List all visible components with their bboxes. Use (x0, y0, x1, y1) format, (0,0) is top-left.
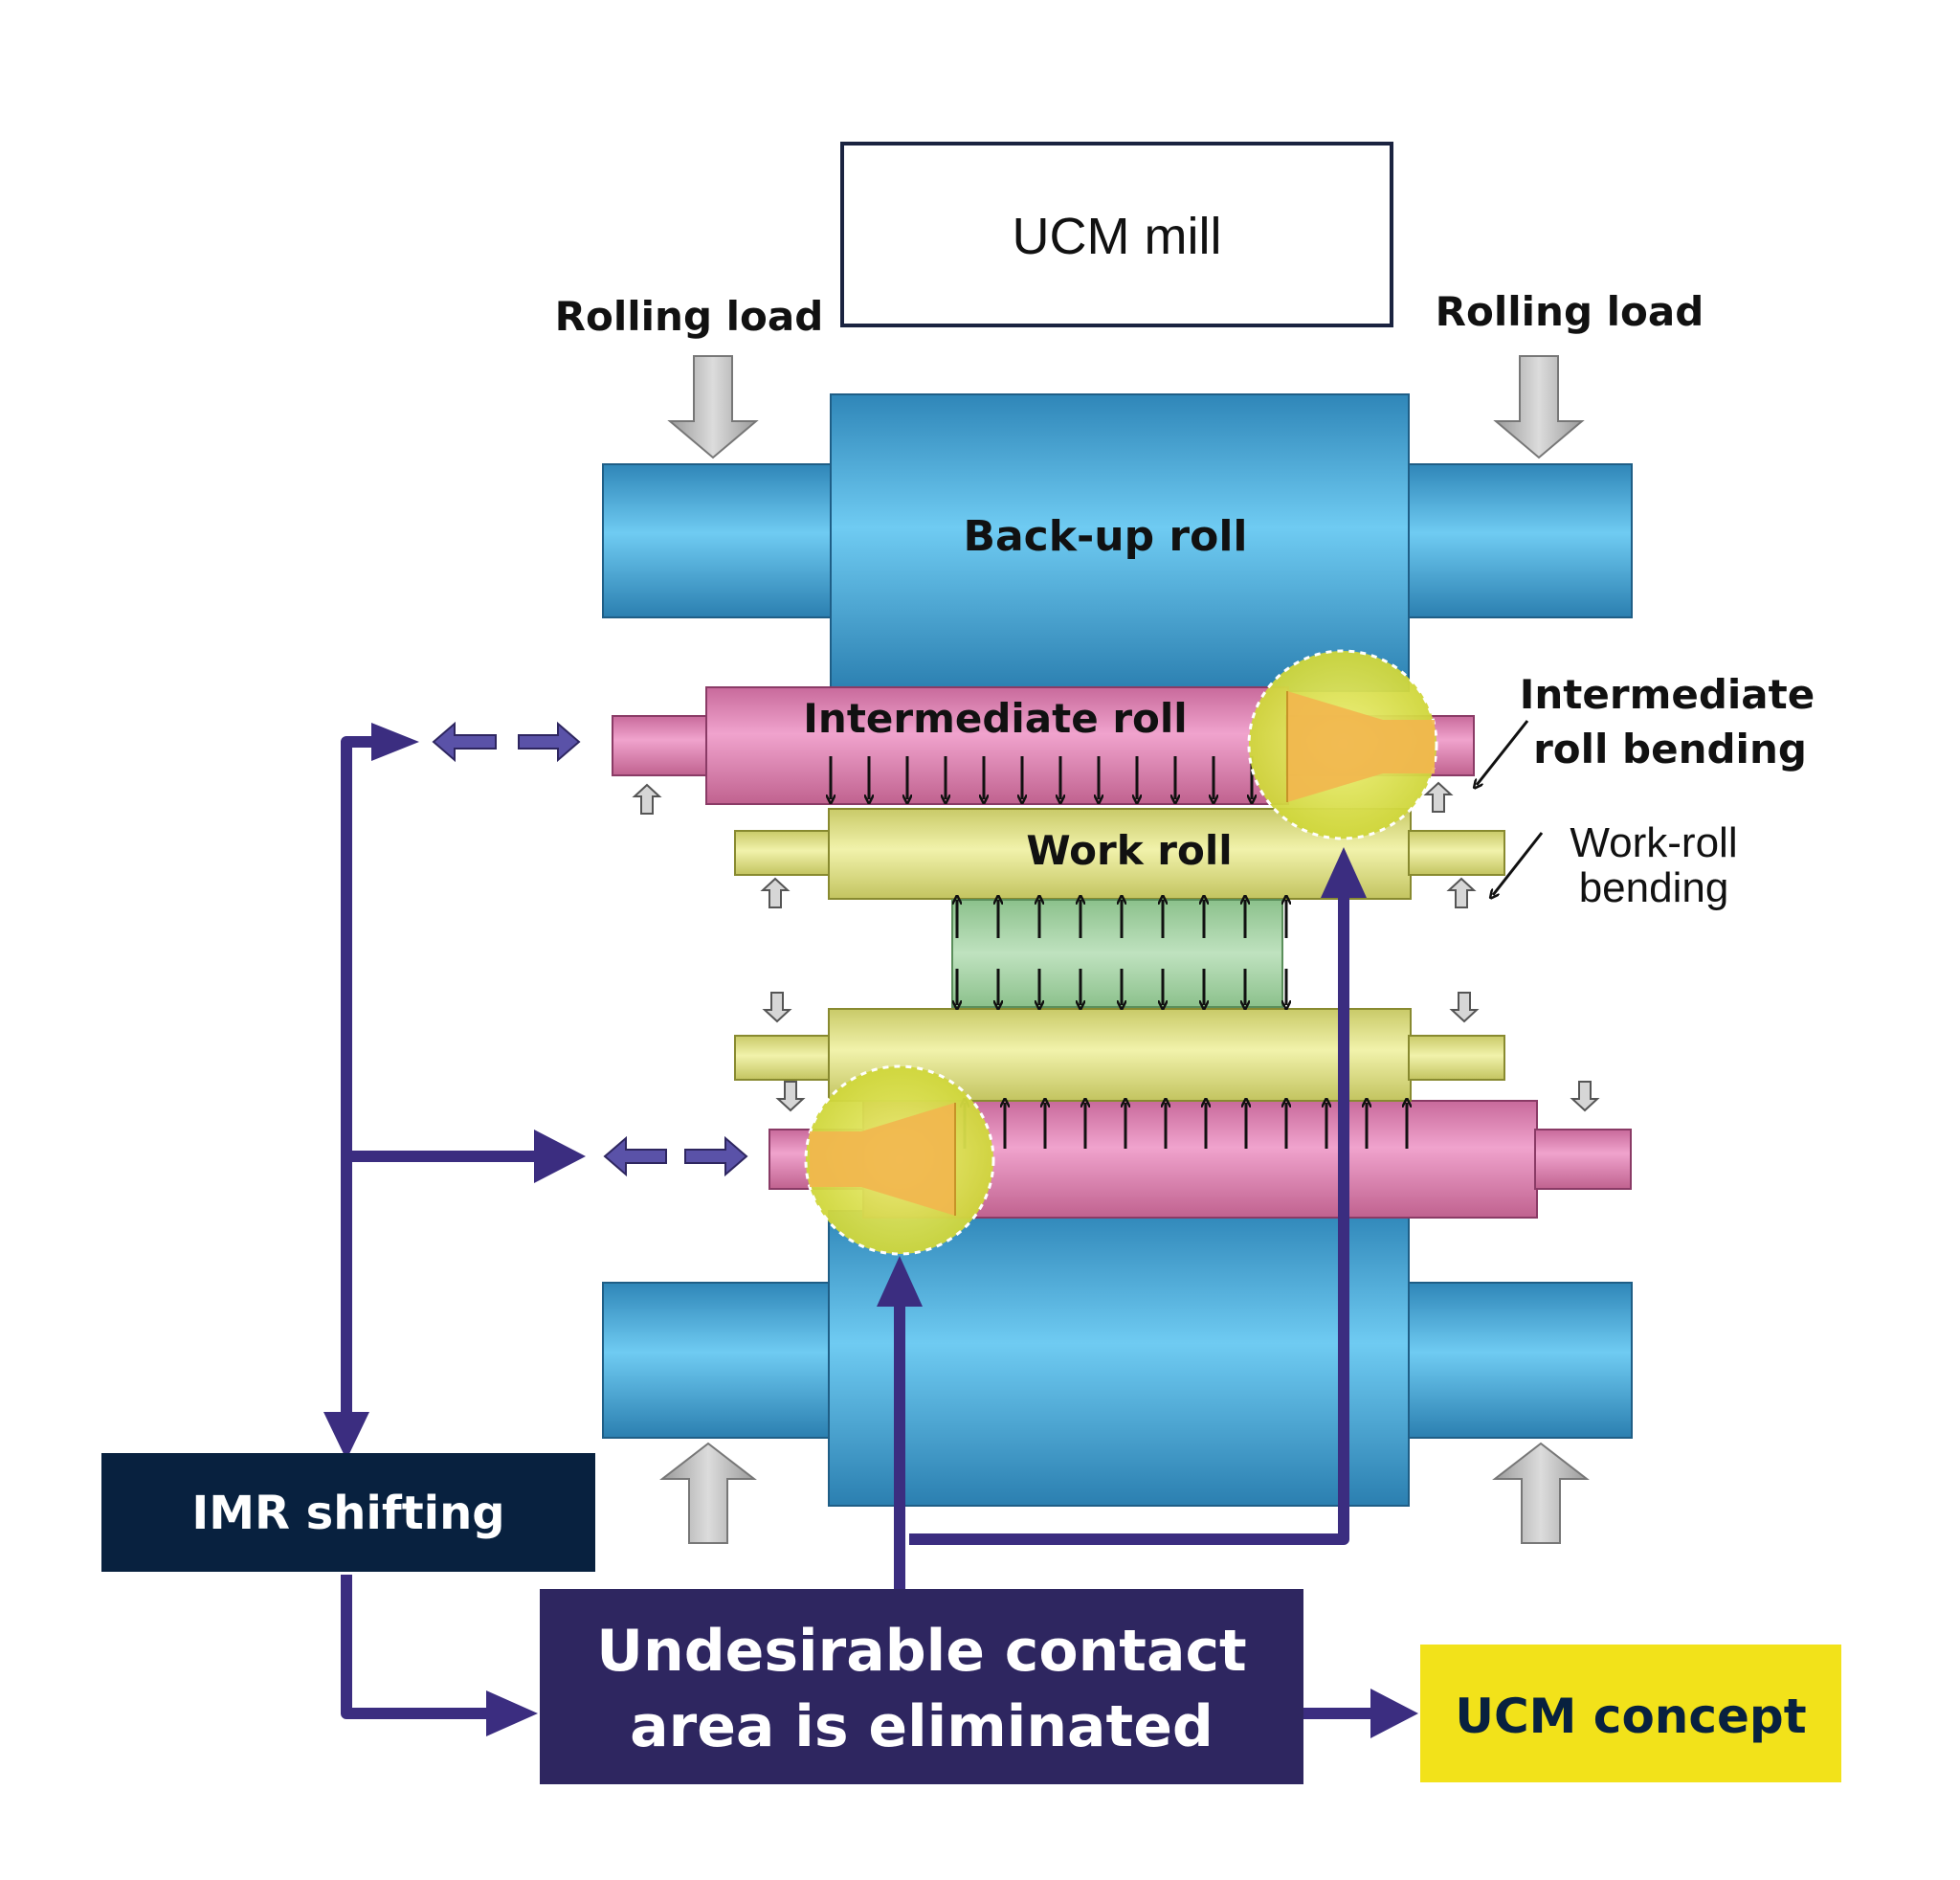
undesirable-contact-box: Undesirable contact area is eliminated (540, 1589, 1303, 1784)
lower-backup-roll (602, 1210, 1633, 1507)
work-roll-bending-pointer (1493, 832, 1544, 895)
ucm-concept-label: UCM concept (1455, 1689, 1806, 1744)
rolling-load-arrow-bottom-right (1492, 1442, 1590, 1544)
intermediate-bending-arrow (1570, 1081, 1600, 1112)
contact-feedback-connectors (894, 895, 1376, 1719)
backup-roll-label: Back-up roll (963, 512, 1247, 561)
upper-shift-arrows (432, 721, 581, 763)
ucm-concept-box: UCM concept (1420, 1645, 1841, 1782)
work-roll-bending-arrow (1449, 992, 1480, 1023)
intermediate-roll-bending-label-line1: Intermediate (1520, 671, 1815, 718)
strip (951, 899, 1283, 1008)
undesirable-contact-line1: Undesirable contact (596, 1618, 1246, 1685)
intermediate-bending-arrow (1423, 781, 1454, 813)
rolling-load-arrow-right (1493, 355, 1585, 459)
intermediate-roll-label: Intermediate roll (803, 695, 1187, 742)
lower-contact-highlight (804, 1064, 995, 1256)
contact-feedback-arrowheads (877, 847, 1418, 1738)
rolling-load-label-left: Rolling load (555, 293, 824, 340)
intermediate-roll-bending-pointer (1477, 720, 1529, 785)
rolling-load-label-right: Rolling load (1436, 288, 1704, 335)
ucm-mill-title: UCM mill (1013, 208, 1222, 265)
intermediate-bending-arrow (632, 783, 662, 815)
contact-pressure-arrows (831, 756, 1407, 1149)
imr-shifting-connectors (341, 736, 536, 1719)
intermediate-roll-bending-label-line2: roll bending (1533, 726, 1807, 772)
upper-contact-highlight (1247, 649, 1438, 840)
intermediate-bending-arrow (775, 1081, 806, 1112)
undesirable-contact-line2: area is eliminated (630, 1693, 1214, 1760)
work-roll-bending-arrow (762, 992, 792, 1023)
imr-shifting-arrowheads (323, 723, 586, 1736)
imr-shifting-box: IMR shifting (101, 1453, 595, 1572)
ucm-mill-title-box: UCM mill (840, 142, 1393, 327)
imr-shifting-label: IMR shifting (191, 1487, 504, 1540)
upper-backup-roll (602, 393, 1633, 692)
work-roll-label: Work roll (1026, 827, 1232, 874)
work-roll-bending-arrow (1446, 877, 1477, 908)
work-roll-bending-arrow (760, 877, 791, 908)
rolling-load-arrow-bottom-left (659, 1442, 757, 1544)
work-roll-bending-label-line1: Work-roll (1570, 819, 1737, 866)
bending-force-arrows (632, 781, 1600, 1112)
work-roll-bending-label-line2: bending (1579, 864, 1729, 911)
lower-shift-arrows (603, 1135, 748, 1177)
rolling-load-arrow-left (667, 355, 759, 459)
